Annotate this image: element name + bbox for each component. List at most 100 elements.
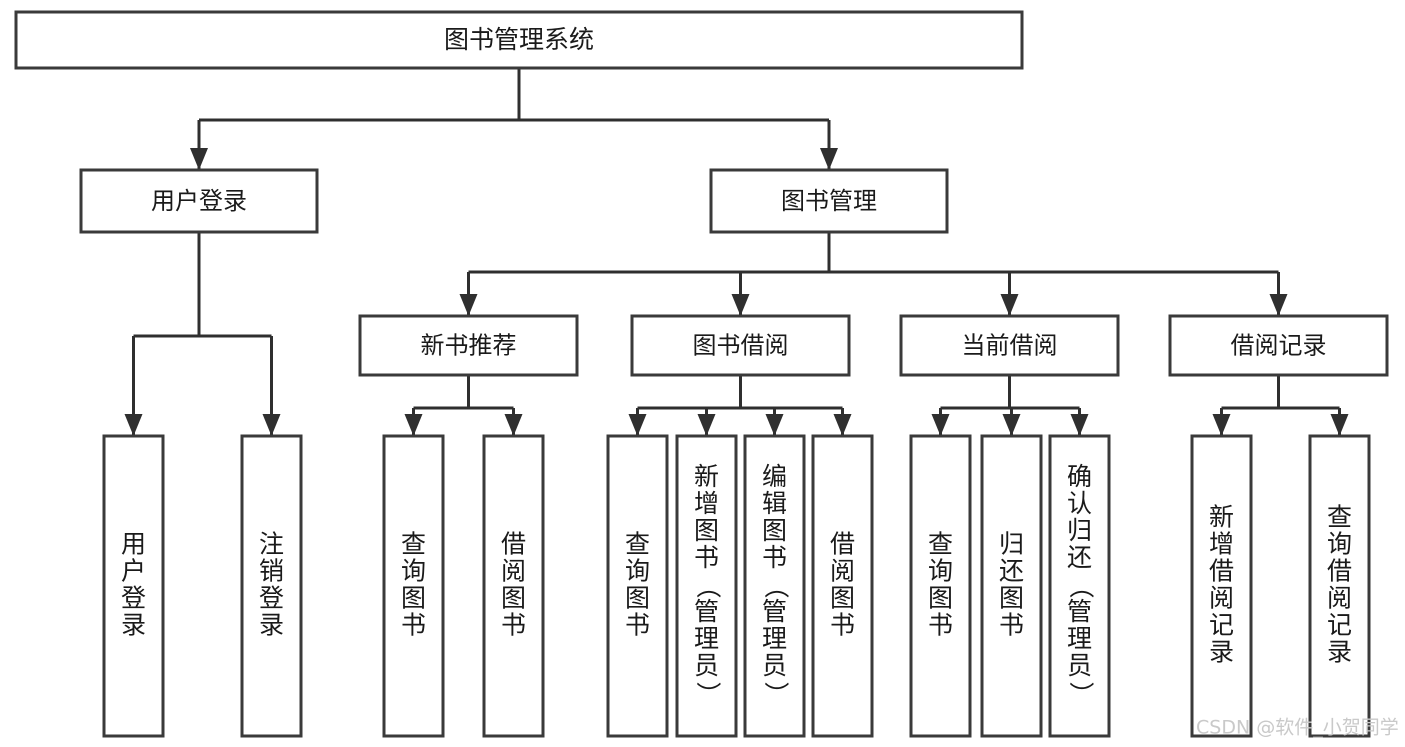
node-box-borrow[interactable] <box>630 314 851 377</box>
node-box-leaf-8[interactable] <box>811 434 874 738</box>
node-box-leaf-5[interactable] <box>606 434 669 738</box>
svg-text:询: 询 <box>1327 530 1352 559</box>
node-label-login: 用户登录 <box>151 187 247 215</box>
connector-layer <box>124 68 1349 436</box>
node-current[interactable]: 当前借阅 <box>899 314 1120 377</box>
svg-text:辑: 辑 <box>762 489 787 518</box>
svg-text:认: 认 <box>1067 489 1092 518</box>
svg-text:图: 图 <box>999 584 1024 613</box>
node-box-leaf-12[interactable] <box>1190 434 1253 738</box>
node-box-leaf-9[interactable] <box>909 434 972 738</box>
svg-text:编: 编 <box>762 462 787 491</box>
node-root[interactable]: 图书管理系统 <box>14 10 1024 70</box>
node-box-leaf-1[interactable] <box>102 434 165 738</box>
svg-text:记: 记 <box>1209 611 1234 640</box>
svg-text:新: 新 <box>1209 503 1234 532</box>
svg-text:管: 管 <box>1067 597 1092 626</box>
svg-text:理: 理 <box>1067 624 1092 653</box>
svg-text:（: （ <box>694 573 723 598</box>
svg-text:借: 借 <box>501 530 526 559</box>
svg-text:图: 图 <box>625 584 650 613</box>
node-records[interactable]: 借阅记录 <box>1168 314 1389 377</box>
svg-text:管: 管 <box>694 597 719 626</box>
node-box-leaf-6[interactable] <box>675 434 738 738</box>
svg-text:图: 图 <box>401 584 426 613</box>
svg-text:图: 图 <box>694 516 719 545</box>
svg-text:员: 员 <box>762 651 787 680</box>
node-box-leaf-7[interactable] <box>743 434 806 738</box>
node-label-root: 图书管理系统 <box>444 25 594 54</box>
svg-text:录: 录 <box>259 611 284 640</box>
svg-text:图: 图 <box>501 584 526 613</box>
svg-text:查: 查 <box>625 530 650 559</box>
svg-text:登: 登 <box>121 584 146 613</box>
node-box-leaf-4[interactable] <box>482 434 545 738</box>
connector-login <box>124 232 281 436</box>
svg-text:新: 新 <box>694 462 719 491</box>
svg-text:记: 记 <box>1327 611 1352 640</box>
node-box-leaf-11[interactable] <box>1048 434 1111 738</box>
node-box-login[interactable] <box>79 168 319 234</box>
svg-text:理: 理 <box>694 624 719 653</box>
svg-text:阅: 阅 <box>1327 584 1352 613</box>
svg-text:阅: 阅 <box>1209 584 1234 613</box>
svg-text:录: 录 <box>1327 638 1352 667</box>
svg-text:书: 书 <box>830 611 855 640</box>
node-leaf-1[interactable]: 用户登录 <box>102 434 165 738</box>
node-layer: 图书管理系统用户登录图书管理新书推荐图书借阅当前借阅借阅记录用户登录注销登录查询… <box>14 10 1389 738</box>
svg-text:询: 询 <box>401 557 426 586</box>
node-label-records: 借阅记录 <box>1231 332 1327 360</box>
svg-text:书: 书 <box>694 543 719 572</box>
node-box-leaf-10[interactable] <box>980 434 1043 738</box>
node-box-leaf-3[interactable] <box>382 434 445 738</box>
node-label-bookmgmt: 图书管理 <box>781 187 877 215</box>
connector-newbook <box>404 375 523 436</box>
node-box-bookmgmt[interactable] <box>709 168 949 234</box>
svg-text:借: 借 <box>1209 557 1234 586</box>
node-box-leaf-13[interactable] <box>1308 434 1371 738</box>
svg-text:确: 确 <box>1067 462 1092 491</box>
node-login[interactable]: 用户登录 <box>79 168 319 234</box>
node-newbook[interactable]: 新书推荐 <box>358 314 579 377</box>
svg-text:书: 书 <box>625 611 650 640</box>
node-borrow[interactable]: 图书借阅 <box>630 314 851 377</box>
node-box-newbook[interactable] <box>358 314 579 377</box>
node-box-root[interactable] <box>14 10 1024 70</box>
node-box-current[interactable] <box>899 314 1120 377</box>
node-bookmgmt[interactable]: 图书管理 <box>709 168 949 234</box>
svg-text:询: 询 <box>625 557 650 586</box>
svg-text:询: 询 <box>928 557 953 586</box>
node-label-borrow: 图书借阅 <box>693 332 789 360</box>
connector-borrow <box>628 375 852 436</box>
watermark-layer: CSDN @软件_小贺同学 <box>1196 717 1399 739</box>
svg-text:）: ） <box>762 681 791 706</box>
svg-text:书: 书 <box>928 611 953 640</box>
node-box-leaf-2[interactable] <box>240 434 303 738</box>
node-box-records[interactable] <box>1168 314 1389 377</box>
node-label-leaf-1: 用户登录 <box>121 530 146 640</box>
svg-text:用: 用 <box>121 530 146 559</box>
svg-text:注: 注 <box>259 530 284 559</box>
svg-text:图: 图 <box>830 584 855 613</box>
